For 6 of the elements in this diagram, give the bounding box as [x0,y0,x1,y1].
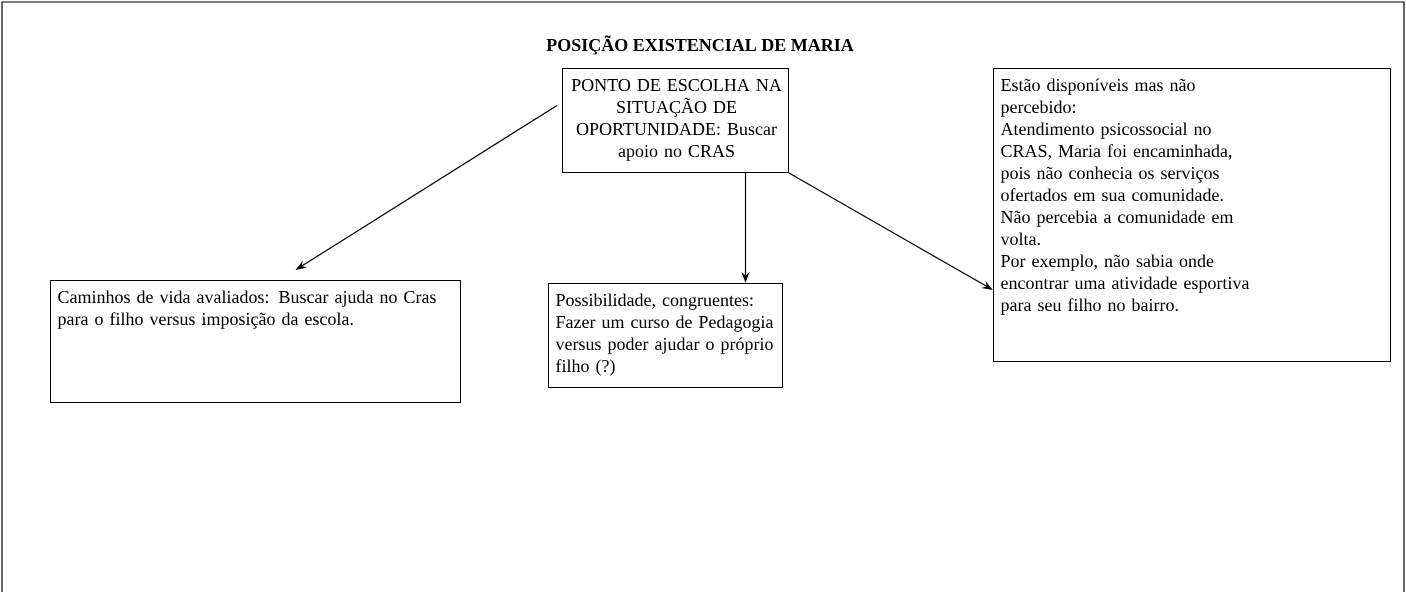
text-box: Possibilidade, congruentes: Fazer um curso de Pedagogia versus poder ajudar o próprio filho (?) [548,283,783,388]
text-box: Caminhos de vida avaliados: Buscar ajuda no Cras para o filho versus imposição da escola. [50,280,461,403]
text-box: PONTO DE ESCOLHA NA SITUAÇÃO DE OPORTUNIDADE: Buscar apoio no CRAS [562,68,789,173]
title: POSIÇÃO EXISTENCIAL DE MARIA [546,35,854,55]
arrow [788,172,993,290]
text-box: Estão disponíveis mas não percebido: Atendimento psicossocial no CRAS, Maria foi encaminhada, pois não conhecia os serviços ofertados em sua comunidade. Não percebia a comunidade em volta. Por exemplo, não sabia onde encontrar uma atividade esportiva para seu filho no bairro. [993,68,1391,362]
